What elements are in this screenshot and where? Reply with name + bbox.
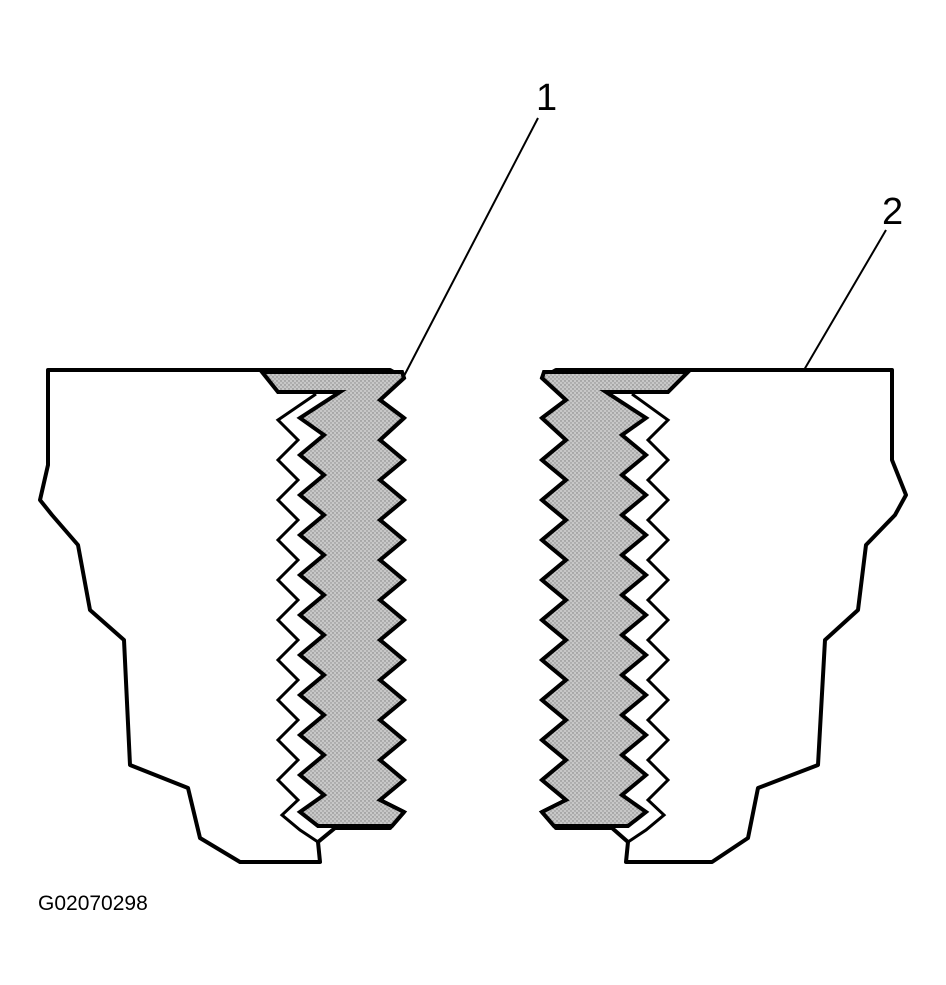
callout-1-label: 1 bbox=[536, 77, 557, 119]
left-housing-thread-profile bbox=[275, 392, 319, 844]
callout-2-label: 2 bbox=[882, 191, 903, 233]
left-housing-section bbox=[38, 368, 408, 864]
right-housing-thread-profile bbox=[627, 392, 671, 844]
right-thread-insert bbox=[538, 370, 693, 828]
callout-2-leader bbox=[803, 229, 887, 371]
left-thread-insert bbox=[257, 370, 408, 828]
figure-id: G02070298 bbox=[38, 892, 148, 915]
callout-1-leader bbox=[403, 117, 539, 377]
right-housing-section bbox=[538, 368, 908, 864]
